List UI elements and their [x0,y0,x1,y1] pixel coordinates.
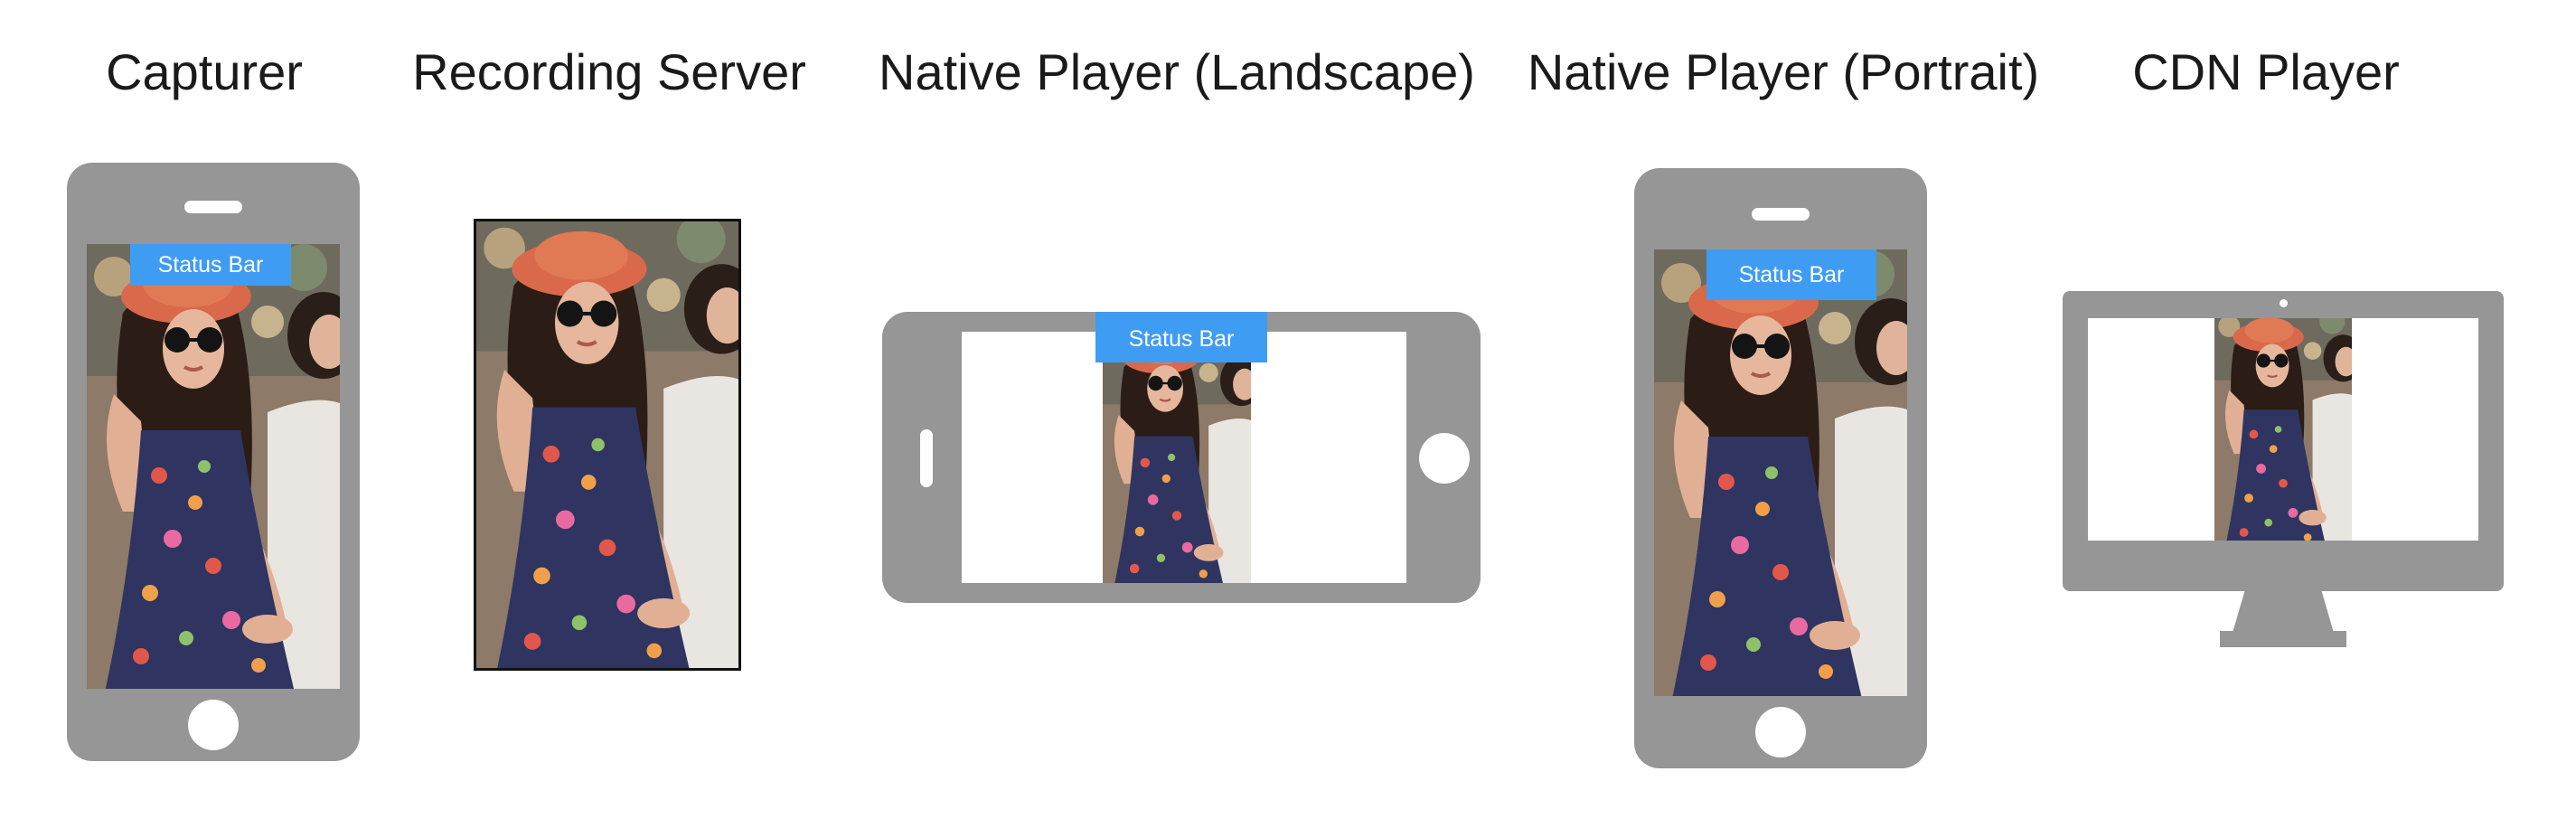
title-native-player-landscape: Native Player (Landscape) [879,43,1475,100]
capturer-status-bar: Status Bar [130,244,291,286]
portrait-status-bar: Status Bar [1706,249,1876,300]
landscape-photo [1103,332,1251,583]
title-recording-server: Recording Server [412,43,806,100]
recording-server-video-frame [476,221,738,668]
landscape-video-frame [1103,332,1251,583]
landscape-phone: Status Bar [882,312,1481,603]
cdn-video-frame [2214,318,2352,541]
portrait-photo [1654,249,1907,696]
portrait-screen: Status Bar [1654,249,1907,696]
capturer-home-button [188,700,239,750]
capturer-video-frame [87,244,340,689]
recording-server-photo [476,221,738,668]
monitor-stand-neck [2233,589,2334,633]
cdn-photo [2214,318,2352,541]
landscape-status-bar: Status Bar [1095,312,1267,362]
landscape-home-button [1419,433,1470,484]
monitor-camera-dot [2280,299,2288,307]
title-cdn-player: CDN Player [2132,43,2400,100]
monitor-stand [2220,589,2346,647]
portrait-video-frame [1654,249,1907,696]
monitor-stand-base [2220,631,2346,647]
capturer-speaker [184,201,242,213]
cdn-screen [2088,318,2478,541]
portrait-home-button [1755,707,1806,757]
title-capturer: Capturer [106,43,303,100]
portrait-speaker [1752,208,1810,221]
portrait-phone: Status Bar [1634,168,1927,768]
landscape-screen [962,332,1406,583]
recording-server-frame [474,219,741,671]
title-native-player-portrait: Native Player (Portrait) [1527,43,2040,100]
landscape-speaker [920,429,933,487]
capturer-photo [87,244,340,689]
cdn-monitor [2063,291,2504,591]
capturer-screen: Status Bar [87,244,340,689]
capturer-phone: Status Bar [67,163,360,761]
